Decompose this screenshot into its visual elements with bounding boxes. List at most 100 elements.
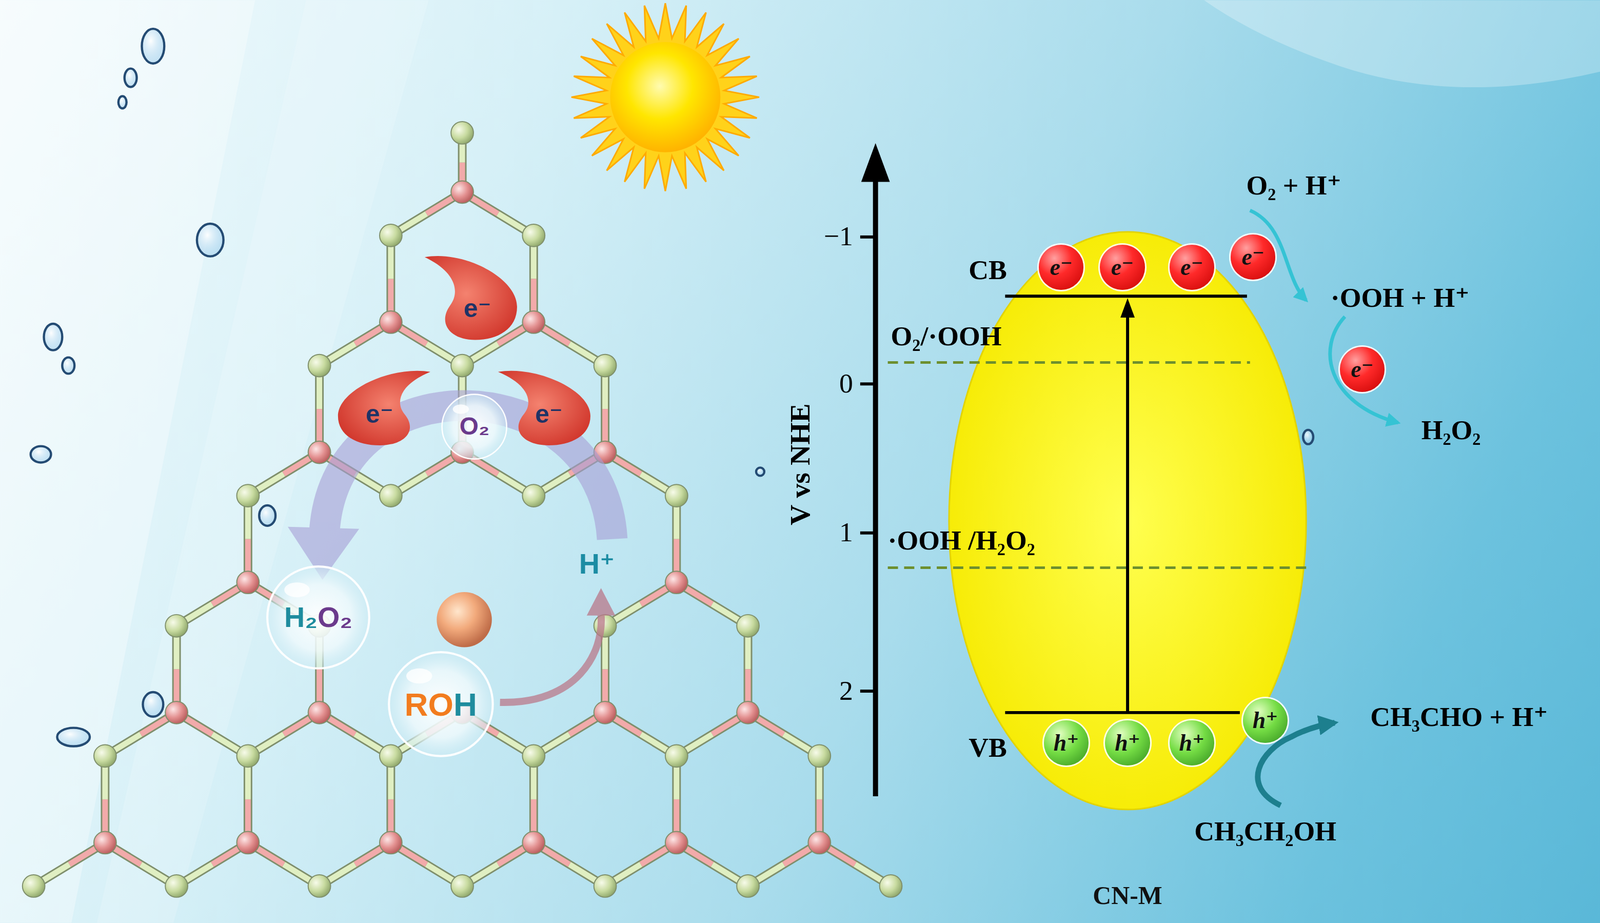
excitation-arrow <box>1126 315 1130 712</box>
bond-outlines <box>33 132 892 886</box>
nitrogen-atom <box>665 744 688 767</box>
carbon-atom <box>665 570 688 594</box>
carbon-atom <box>379 310 403 334</box>
bond-outline <box>386 235 395 323</box>
electron-drop: e⁻ <box>410 249 525 342</box>
axis-line <box>873 173 879 797</box>
electron-ball-text: e⁻ <box>1111 254 1134 281</box>
bond-outline <box>319 322 391 366</box>
drop-outline <box>424 255 517 340</box>
bubble-highlight <box>406 668 433 684</box>
conduction-band-edge <box>1004 294 1247 298</box>
valence-band-edge <box>1004 710 1240 714</box>
drop-outline <box>498 370 591 446</box>
bond-outline <box>672 495 681 583</box>
reaction-label: CH₃CHO + H⁺ <box>1370 702 1548 733</box>
carbon-atom <box>522 310 545 334</box>
carbon-atom <box>308 441 331 464</box>
nitrogen-atom <box>594 354 617 378</box>
carbon-atom <box>594 701 617 724</box>
bond-outline <box>605 842 677 886</box>
hole-ball: h⁺ <box>1242 698 1289 744</box>
oxygen-bubble: O₂ <box>440 392 508 461</box>
electron-drop: e⁻ <box>330 365 445 447</box>
bond-outline <box>529 235 539 323</box>
bonds <box>33 132 892 886</box>
hole-ball-text: h⁺ <box>1053 729 1080 756</box>
nitrogen-atom <box>22 874 46 898</box>
bond-outline <box>243 755 253 843</box>
nitrogen-atom <box>236 484 260 507</box>
bubble-highlight <box>284 582 310 598</box>
hole-ball-text: h⁺ <box>1114 729 1141 756</box>
bond-outline <box>247 842 320 886</box>
band-ellipse-text: CN-M <box>1092 881 1162 911</box>
electron-drop-text: e⁻ <box>463 293 492 323</box>
bond-outline <box>600 365 610 453</box>
proton-head <box>586 587 616 616</box>
bond-outline <box>386 755 395 843</box>
hole-ball-text: h⁺ <box>1252 707 1279 734</box>
light-beam <box>1203 0 1600 88</box>
bond-outline <box>743 625 753 713</box>
electron-ball: e⁻ <box>1169 244 1215 290</box>
nitrogen-atom <box>450 874 474 898</box>
proton-arc <box>500 614 602 703</box>
nitrogen-atom <box>522 224 545 247</box>
hole-ball-text: h⁺ <box>1179 729 1206 756</box>
tick-label: 0 <box>839 368 854 399</box>
bond-outline <box>314 365 324 453</box>
water-droplet <box>142 692 164 717</box>
water-droplet <box>196 223 224 257</box>
atoms <box>22 121 903 898</box>
sun-disc <box>610 42 721 153</box>
nitrogen-atom <box>665 484 688 507</box>
carbon-atom <box>165 701 188 724</box>
carbon-atom <box>308 701 331 724</box>
electron-ball: e⁻ <box>1099 244 1145 290</box>
bond-outline <box>676 842 748 886</box>
bond-outline <box>819 842 891 886</box>
bond-outline <box>390 191 463 236</box>
water-droplet <box>62 357 75 374</box>
electron-drop-text: e⁻ <box>365 400 394 429</box>
bond-outline <box>747 842 820 886</box>
light-beam <box>96 0 429 923</box>
bubble-highlight <box>452 404 470 414</box>
bond-outline <box>533 322 605 366</box>
bond-outline <box>462 191 534 236</box>
bond-outline <box>605 582 677 626</box>
axis-tick <box>860 382 876 386</box>
nitrogen-atom <box>379 744 403 767</box>
bond-outline <box>243 495 253 583</box>
bond-outline <box>100 755 110 843</box>
nitrogen-atom <box>450 121 474 145</box>
electron-ball-text: e⁻ <box>1180 254 1203 281</box>
bond-outline <box>105 712 177 757</box>
bond-outline <box>390 452 463 497</box>
bond-outline <box>172 625 182 713</box>
nitrogen-atom <box>522 484 545 507</box>
carbon-atom <box>379 831 403 855</box>
potential-axis <box>860 143 891 797</box>
water-droplet <box>30 446 52 463</box>
nitrogen-atom <box>879 874 903 898</box>
bubble-outline <box>388 652 493 756</box>
alcohol-bubble: ROH <box>386 649 496 759</box>
bond-outline <box>462 842 534 886</box>
peroxide-bubble: H₂O₂ <box>265 564 372 671</box>
axis-tick <box>860 689 876 693</box>
water-droplet <box>756 467 765 476</box>
reaction-label: H₂O₂ <box>1421 415 1481 446</box>
nitrogen-atom <box>450 354 474 378</box>
electron-ball: e⁻ <box>1230 234 1276 280</box>
drop-outline <box>338 370 431 446</box>
bond-outline <box>33 842 106 886</box>
potential-line <box>887 361 1251 364</box>
carbon-atom <box>236 570 260 594</box>
nitrogen-atom <box>736 874 760 898</box>
nitrogen-atom <box>379 224 403 247</box>
bond-outline <box>529 755 539 843</box>
bond-outline <box>672 755 681 843</box>
